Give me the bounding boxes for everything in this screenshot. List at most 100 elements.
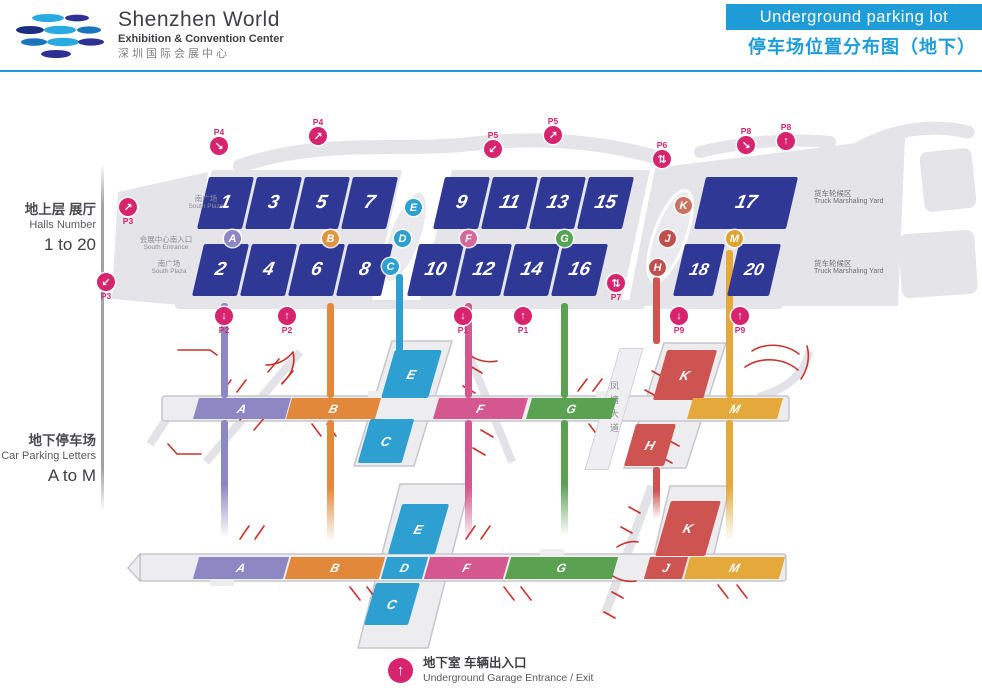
south-entrance-en: South Entrance <box>143 244 189 251</box>
strip-B-lower <box>327 420 334 542</box>
halls-label-en: Halls Number <box>29 218 96 231</box>
legend-en: Underground Garage Entrance / Exit <box>423 671 594 684</box>
zone-marker-D: D <box>394 230 411 247</box>
p-arrow-icon: ↗ <box>309 127 327 146</box>
zone-L2-B: B <box>284 557 386 579</box>
strip-H <box>653 277 660 344</box>
parking-label-zh: 地下停车场 <box>28 433 97 448</box>
garage-entrance-icon: ↑ <box>388 657 413 683</box>
south-entrance-label: 会展中心南入口 South Entrance <box>128 235 204 252</box>
south-plaza-zh: 南广场 <box>194 194 218 203</box>
zone-marker-F: F <box>460 230 477 247</box>
p-label: P9 <box>734 325 746 335</box>
strip-B <box>327 303 334 398</box>
p-marker-P2-up: ↑ P2 <box>267 307 307 335</box>
zone-L1-A: A <box>192 398 292 419</box>
p-arrow-icon: ↘ <box>737 136 755 155</box>
p-label: P4 <box>213 127 225 137</box>
p-arrow-icon: ↓ <box>454 307 472 325</box>
strip-F-lower <box>465 420 472 542</box>
truck-yard-zh: 货车轮候区 <box>814 189 852 198</box>
zone-L1-F: F <box>432 398 529 419</box>
zone-L1-B: B <box>285 398 382 419</box>
p-arrow-icon: ↗ <box>544 126 562 145</box>
zone-marker-B: B <box>322 230 339 247</box>
south-plaza-en: South Plaza <box>151 268 187 275</box>
p-arrow-icon: ⇅ <box>607 274 625 292</box>
parking-label-en: Car Parking Letters <box>1 449 96 462</box>
p-marker-P3-sw: ↙ P3 <box>86 273 126 301</box>
truck-yard-en: Truck Marshaling Yard <box>814 268 884 275</box>
p-arrow-icon: ↙ <box>97 273 115 291</box>
p-marker-P4-se: P4 ↘ <box>199 127 239 156</box>
hall-17: 17 <box>693 177 799 229</box>
p-label: P2 <box>281 325 293 335</box>
zone-L1-G: G <box>525 398 618 419</box>
south-entrance-zh: 会展中心南入口 <box>139 235 193 244</box>
strip-A-lower <box>221 420 228 538</box>
brand-subtitle: Exhibition & Convention Center <box>118 33 284 46</box>
zone-L1-M: M <box>686 398 784 419</box>
south-plaza-label-1: 南广场 South Plaza <box>175 194 237 211</box>
p-label: P9 <box>673 325 685 335</box>
p-arrow-icon: ↓ <box>670 307 688 325</box>
legend: ↑ 地下室 车辆出入口 Underground Garage Entrance … <box>388 656 593 685</box>
p-marker-P4-ne: P4 ↗ <box>298 117 338 146</box>
zone-marker-J: J <box>659 230 676 247</box>
halls-label-range: 1 to 20 <box>44 234 96 254</box>
p-label: P8 <box>740 126 752 136</box>
shenzhen-world-logo-icon <box>16 14 104 58</box>
strip-E <box>396 274 403 352</box>
brand-chinese: 深圳国际会展中心 <box>118 48 230 61</box>
zone-marker-E: E <box>405 199 422 216</box>
south-plaza-zh: 南广场 <box>157 259 181 268</box>
truck-yard-label-2: 货车轮候区 Truck Marshaling Yard <box>814 259 910 276</box>
zone-L2-D: D <box>380 557 429 579</box>
page-title-chinese: 停车场位置分布图（地下） <box>748 37 976 57</box>
p-marker-P6: P6 ⇅ <box>642 140 682 169</box>
south-plaza-en: South Plaza <box>188 203 224 210</box>
p-label: P7 <box>610 292 622 302</box>
p-marker-P1-up: ↑ P1 <box>503 307 543 335</box>
strip-F <box>465 303 472 398</box>
south-plaza-label-2: 南广场 South Plaza <box>138 259 200 276</box>
zone-L2-M: M <box>683 557 786 579</box>
p-marker-P5-ne: P5 ↗ <box>533 116 573 145</box>
brand-block: Shenzhen World Exhibition & Convention C… <box>118 8 284 60</box>
p-arrow-icon: ↑ <box>514 307 532 325</box>
p-arrow-icon: ↑ <box>731 307 749 325</box>
p-marker-P5-sw: P5 ↙ <box>473 130 513 159</box>
parking-section-label: 地下停车场 Car Parking Letters A to M <box>0 433 96 486</box>
page-title-banner: Underground parking lot <box>726 4 982 30</box>
legend-zh: 地下室 车辆出入口 <box>423 656 527 670</box>
zone-marker-A: A <box>224 230 241 247</box>
p-marker-P2-down: ↓ P2 <box>204 307 244 335</box>
p-label: P2 <box>218 325 230 335</box>
p-arrow-icon: ⇅ <box>653 150 671 169</box>
truck-yard-zh: 货车轮候区 <box>814 259 852 268</box>
strip-A <box>221 303 228 398</box>
zone-L2-A: A <box>192 557 290 579</box>
p-label: P1 <box>457 325 469 335</box>
p-arrow-icon: ↑ <box>777 132 795 151</box>
halls-label-zh: 地上层 展厅 <box>24 202 96 217</box>
zone-marker-G: G <box>556 230 573 247</box>
zone-L2-J: J <box>643 557 689 579</box>
zone-marker-M: M <box>726 230 743 247</box>
brand-title: Shenzhen World <box>118 8 280 31</box>
parking-label-range: A to M <box>47 465 96 485</box>
p-label: P8 <box>780 122 792 132</box>
p-marker-P8-up: P8 ↑ <box>766 122 806 151</box>
strip-M <box>726 250 733 398</box>
zone-marker-H: H <box>649 259 666 276</box>
p-label: P5 <box>547 116 559 126</box>
p-arrow-icon: ↙ <box>484 140 502 159</box>
p-marker-P3-ne: ↗ P3 <box>108 198 148 226</box>
legend-text: 地下室 车辆出入口 Underground Garage Entrance / … <box>423 656 593 685</box>
p-marker-P9-up: ↑ P9 <box>720 307 760 335</box>
p-arrow-icon: ↗ <box>119 198 137 216</box>
zone-L2-G: G <box>504 557 619 579</box>
p-label: P3 <box>122 216 134 226</box>
p-label: P3 <box>100 291 112 301</box>
